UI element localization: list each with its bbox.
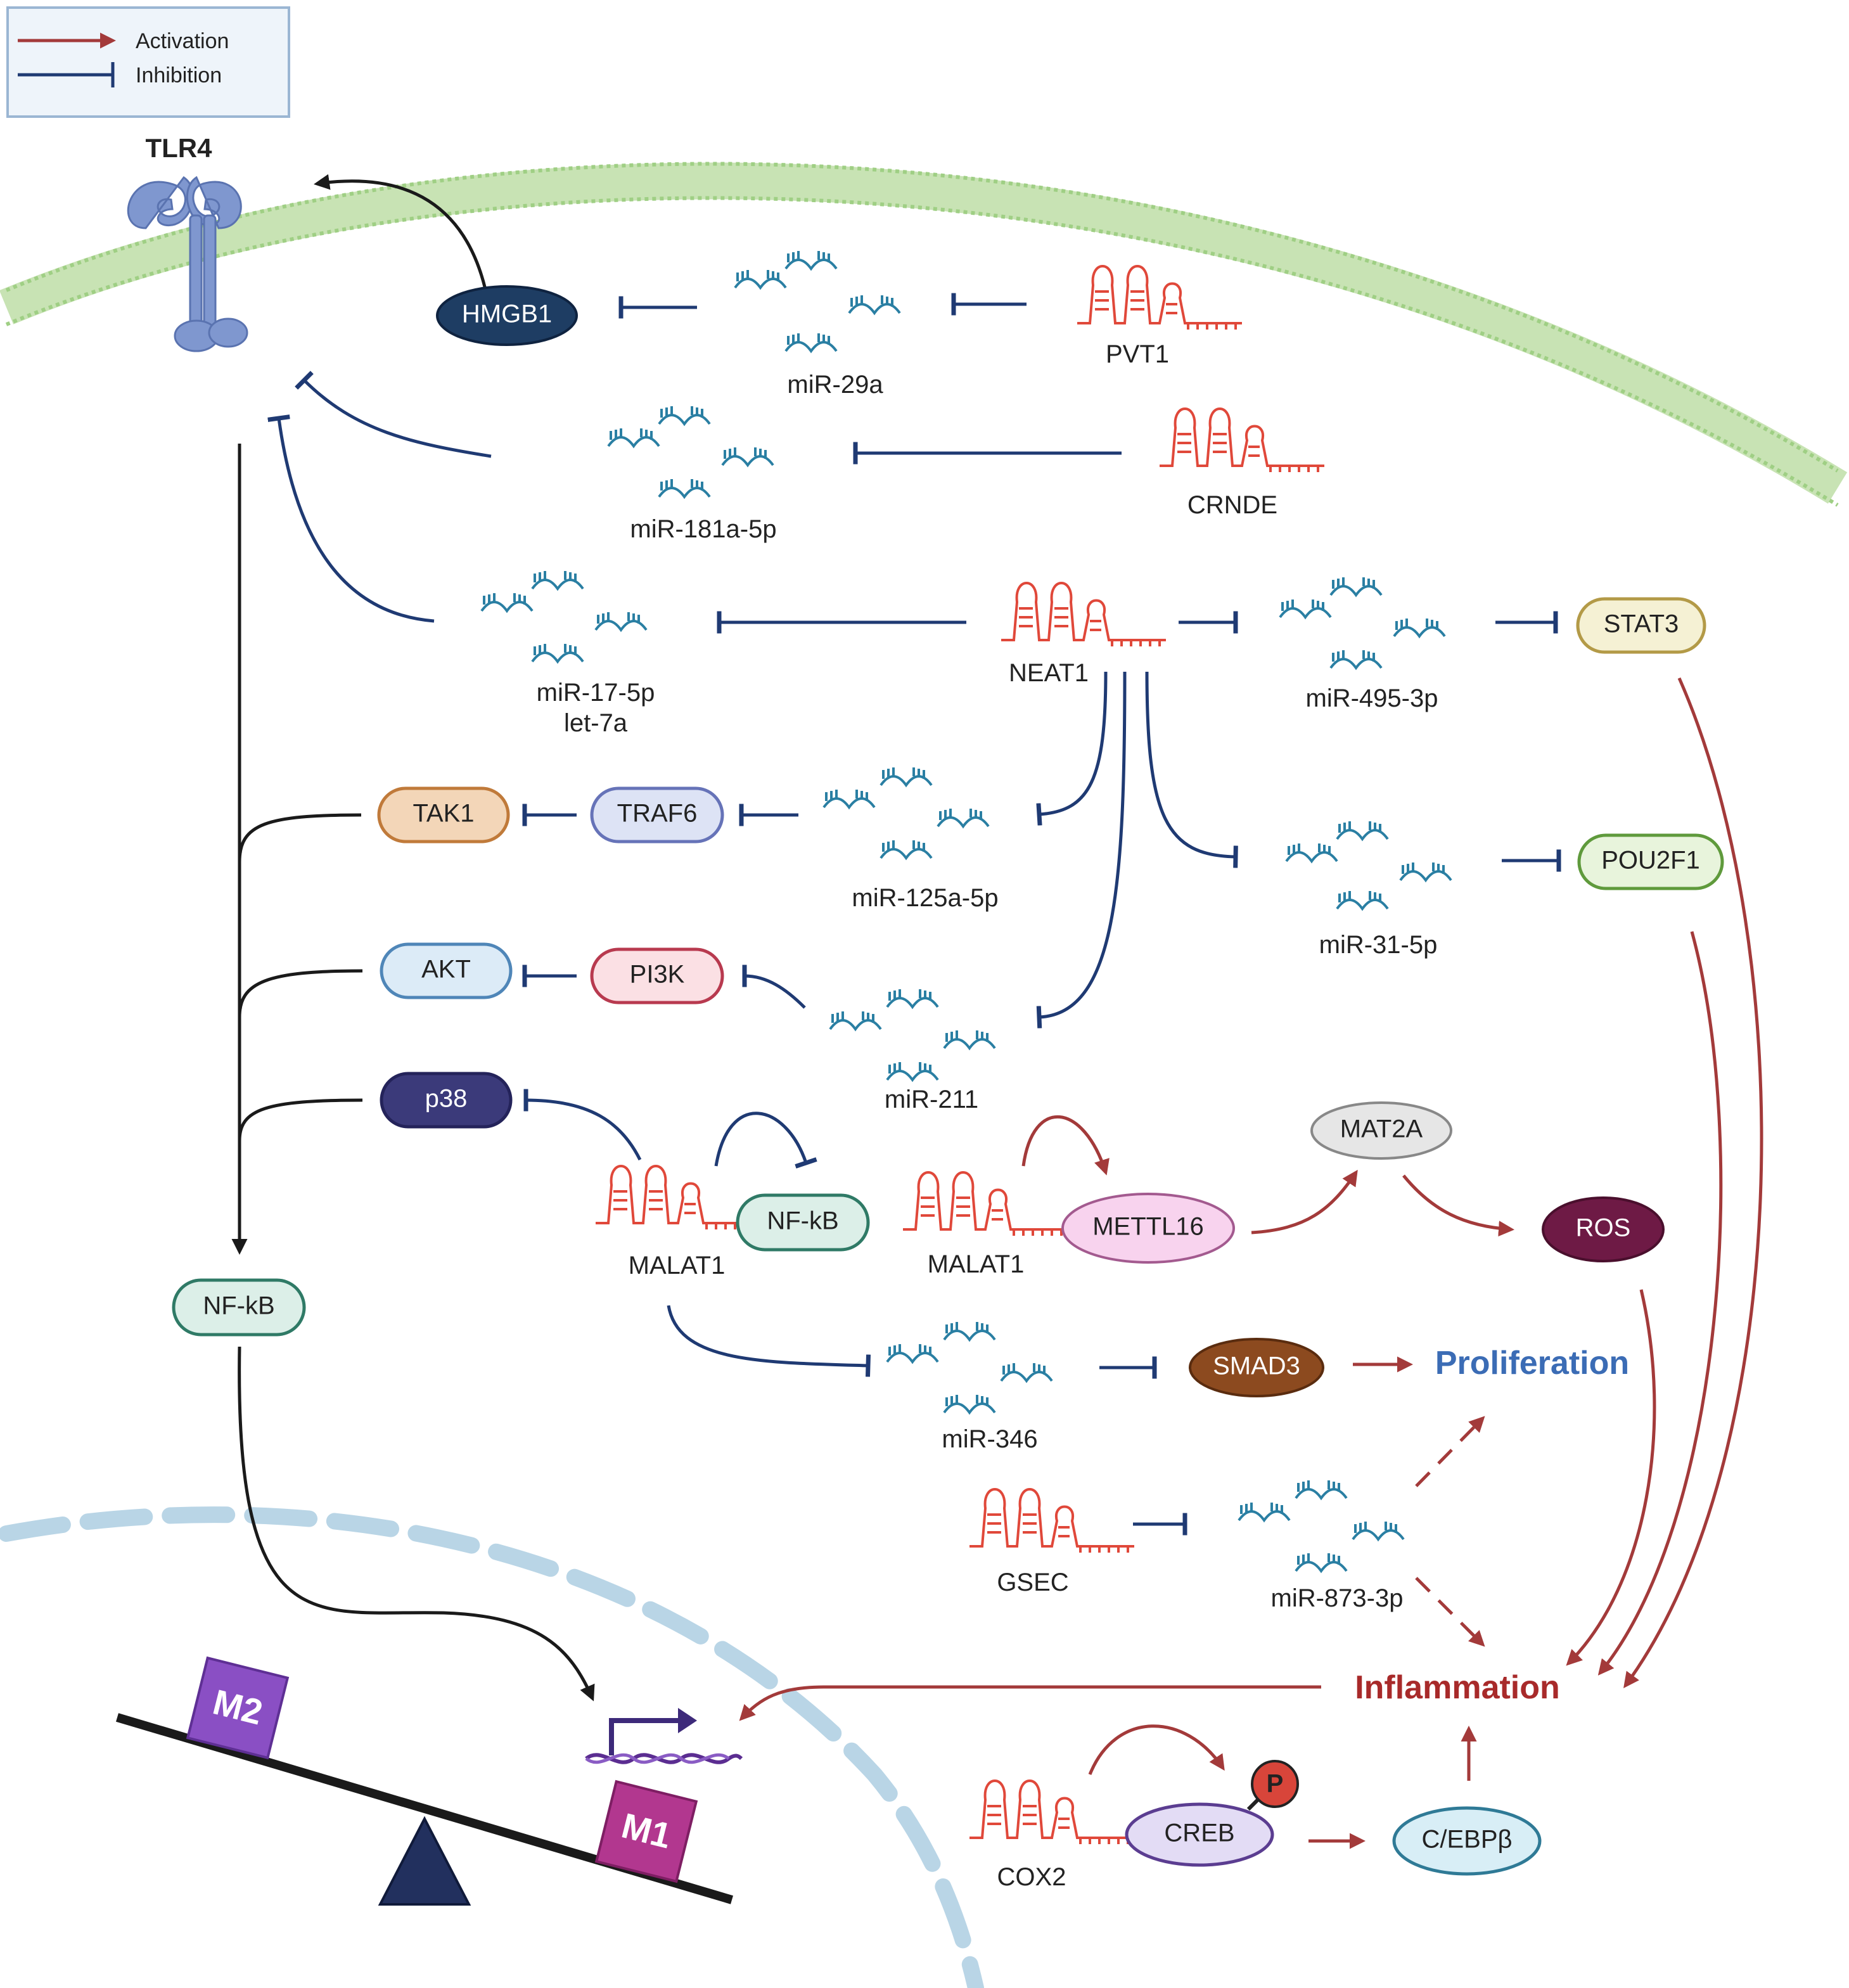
nfkb-left-node — [172, 1278, 306, 1337]
mir17-icon — [480, 570, 648, 663]
mir125a-label: miR-125a-5p — [852, 884, 998, 912]
m2-box — [186, 1656, 290, 1760]
mir873-icon — [1238, 1479, 1405, 1572]
mir346-icon — [886, 1321, 1053, 1414]
pi3k-label: PI3K — [630, 961, 685, 989]
hmgb1-node — [436, 285, 578, 346]
tlr4-receptor-icon — [127, 176, 248, 352]
m1-box — [594, 1780, 698, 1883]
mir495-label: miR-495-3p — [1306, 684, 1438, 712]
gene-transcription-icon — [585, 1708, 743, 1764]
traf6-node — [590, 786, 724, 843]
mir181a-icon — [607, 405, 774, 498]
akt-node — [380, 942, 513, 999]
mir211-label: miR-211 — [885, 1086, 978, 1113]
mat2a-node — [1310, 1101, 1452, 1160]
neat1-icon — [1000, 582, 1167, 648]
proliferation-label: Proliferation — [1435, 1345, 1629, 1382]
fulcrum-icon — [378, 1816, 471, 1906]
smad3-node — [1189, 1338, 1324, 1397]
gsec-label: GSEC — [997, 1568, 1068, 1596]
p38-node — [380, 1072, 513, 1129]
nfkb-left-label: NF-kB — [203, 1292, 274, 1320]
cebpb-label: C/EBPβ — [1421, 1826, 1512, 1854]
mir211-icon — [829, 988, 996, 1081]
pvt1-label: PVT1 — [1106, 340, 1169, 368]
tak1-node — [377, 786, 510, 843]
malat1-a-label: MALAT1 — [629, 1252, 726, 1279]
pou2f1-label: POU2F1 — [1601, 847, 1700, 875]
mir346-label: miR-346 — [942, 1425, 1037, 1453]
mir31-label: miR-31-5p — [1319, 931, 1438, 959]
hmgb1-label: HMGB1 — [462, 300, 552, 328]
malat1-b-icon — [902, 1171, 1069, 1237]
phospho-label: P — [1267, 1770, 1284, 1798]
smad3-label: SMAD3 — [1213, 1352, 1300, 1380]
mir29a-icon — [734, 250, 901, 352]
pou2f1-node — [1577, 833, 1724, 890]
creb-node — [1125, 1802, 1274, 1867]
gsec-icon — [968, 1488, 1136, 1554]
nfkb-malat1-node — [736, 1193, 870, 1252]
pvt1-icon — [1076, 265, 1243, 331]
let7a-label: let-7a — [564, 709, 628, 737]
nfkb-malat1-label: NF-kB — [767, 1207, 838, 1235]
phospho-icon — [1251, 1760, 1299, 1808]
p38-label: p38 — [425, 1085, 468, 1113]
stat3-label: STAT3 — [1604, 610, 1679, 638]
crnde-icon — [1158, 407, 1326, 473]
akt-label: AKT — [421, 956, 471, 984]
mir181a-label: miR-181a-5p — [630, 515, 776, 543]
nuclear-envelope — [0, 1506, 984, 1988]
neat1-label: NEAT1 — [1009, 659, 1089, 687]
malat1-b-label: MALAT1 — [928, 1250, 1025, 1278]
cebpb-node — [1392, 1806, 1542, 1876]
creb-label: CREB — [1164, 1819, 1234, 1847]
pi3k-node — [590, 947, 724, 1004]
malat1-a-icon — [594, 1165, 762, 1231]
legend: Activation Inhibition — [6, 6, 290, 118]
cox2-label: COX2 — [997, 1863, 1066, 1891]
mir495-icon — [1279, 576, 1446, 669]
legend-inhibition-label: Inhibition — [136, 63, 222, 87]
mir31-icon — [1285, 820, 1452, 910]
legend-activation-label: Activation — [136, 29, 229, 53]
crnde-label: CRNDE — [1187, 491, 1277, 519]
tak1-label: TAK1 — [413, 800, 474, 828]
mir17-label: miR-17-5p — [537, 679, 655, 707]
mir29a-label: miR-29a — [787, 371, 883, 399]
mettl16-node — [1061, 1193, 1235, 1264]
tlr4-label: TLR4 — [146, 133, 213, 163]
mir873-label: miR-873-3p — [1271, 1584, 1404, 1612]
cox2-icon — [968, 1780, 1136, 1845]
mir125a-icon — [822, 766, 990, 859]
mettl16-label: METTL16 — [1092, 1213, 1204, 1241]
ros-node — [1542, 1196, 1665, 1262]
ros-label: ROS — [1576, 1214, 1631, 1242]
macrophage-polarization-seesaw: M2 M1 — [116, 1656, 733, 1906]
mat2a-label: MAT2A — [1340, 1115, 1423, 1143]
inflammation-label: Inflammation — [1355, 1669, 1560, 1706]
stat3-node — [1576, 597, 1706, 654]
traf6-label: TRAF6 — [617, 800, 698, 828]
